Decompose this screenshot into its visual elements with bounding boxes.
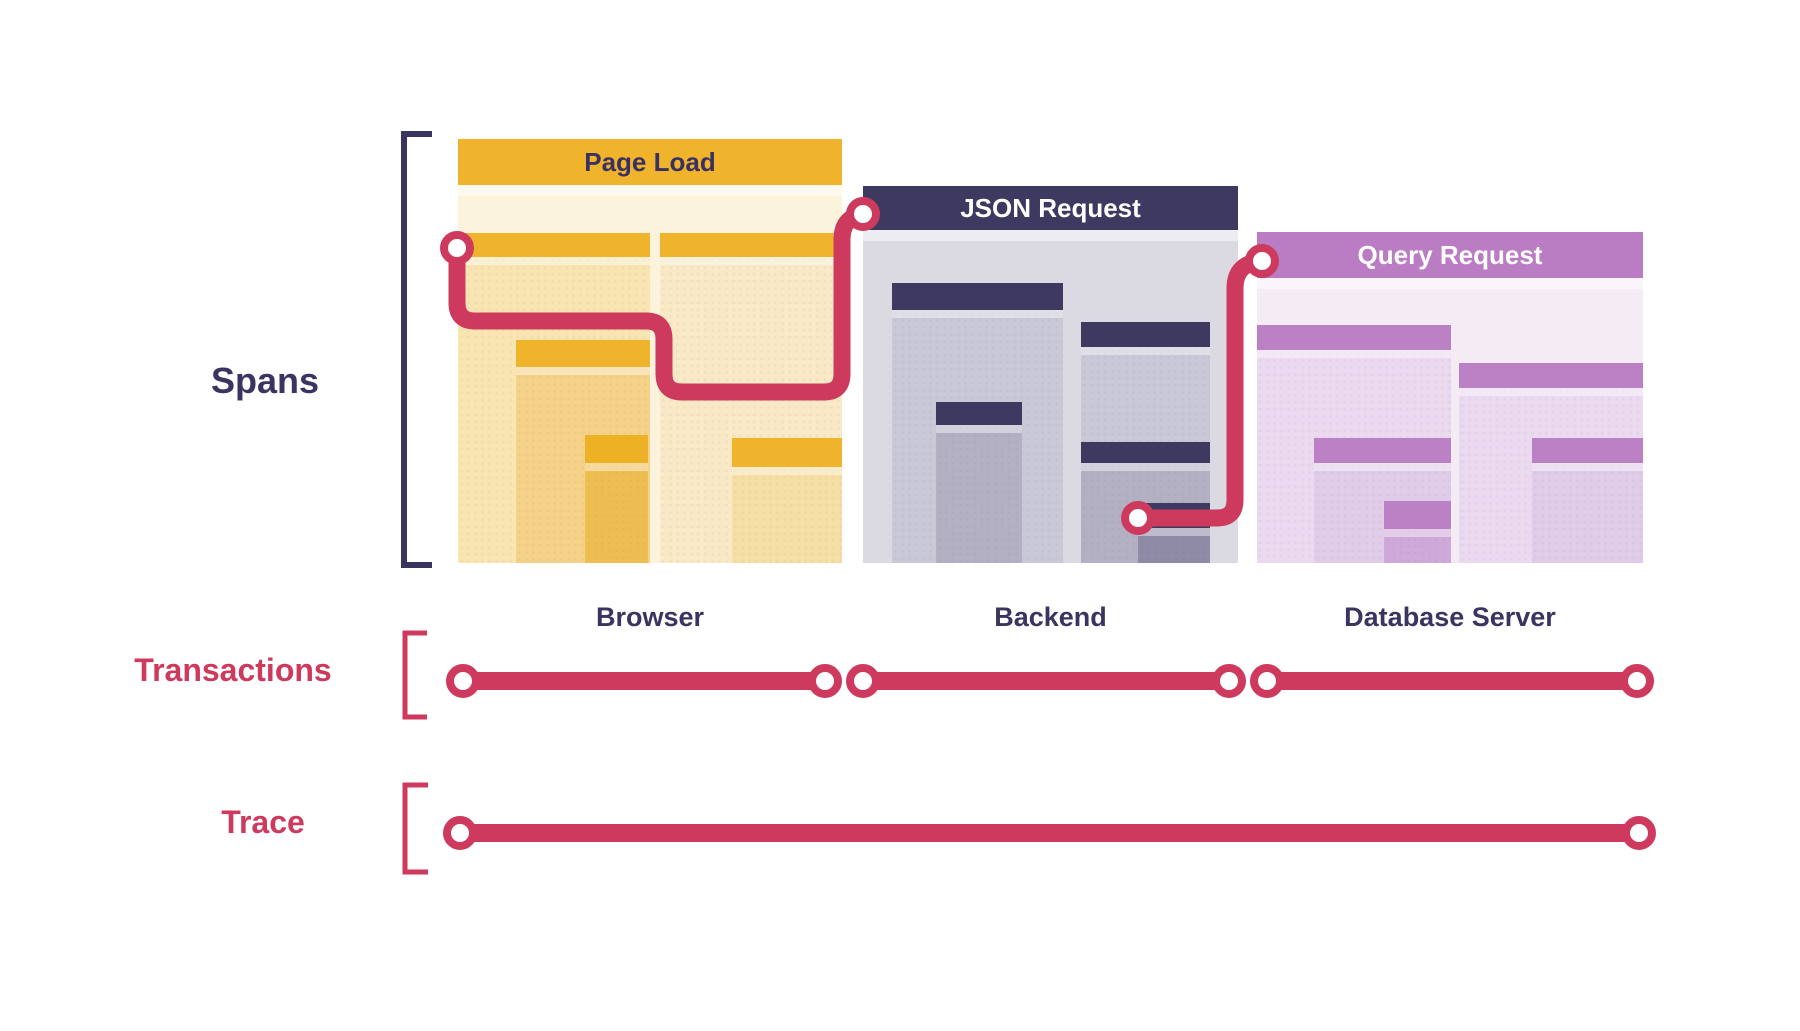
- json-request-title: JSON Request: [960, 192, 1141, 223]
- page-load-title: Page Load: [584, 146, 716, 177]
- span-card-header: [892, 283, 1063, 318]
- trace-end-marker-icon: [1622, 816, 1656, 850]
- backend-label: Backend: [994, 602, 1107, 632]
- span-card: [1384, 501, 1451, 563]
- span-card-body: [936, 425, 1022, 563]
- span-card: [892, 283, 1063, 563]
- trace-bracket-icon: [402, 782, 428, 875]
- transaction-end-marker-icon: [1620, 664, 1654, 698]
- spans-label: Spans: [210, 360, 320, 401]
- span-card-body: [1532, 463, 1643, 563]
- span-card-header: [732, 438, 842, 475]
- spans-bracket-icon: [401, 131, 432, 568]
- span-card-header: [1314, 438, 1451, 471]
- span-card: [732, 438, 842, 563]
- span-card-header: [1459, 363, 1643, 396]
- query-request-title: Query Request: [1357, 239, 1543, 270]
- page-load-header: Page Load: [458, 139, 842, 196]
- span-card-header: [516, 340, 650, 375]
- transaction-start-marker-icon: [1250, 664, 1284, 698]
- span-card-header: [1257, 325, 1451, 358]
- span-card-body: [732, 467, 842, 563]
- span-card-header: [1138, 503, 1210, 536]
- span-card: [936, 402, 1022, 563]
- query-request-header: Query Request: [1257, 232, 1643, 289]
- span-card-header: [660, 233, 842, 265]
- span-card: [1138, 503, 1210, 563]
- database-server-label: Database Server: [1344, 602, 1556, 632]
- span-card-body: [1384, 529, 1451, 563]
- transaction-end-marker-icon: [808, 664, 842, 698]
- transactions-label: Transactions: [134, 652, 332, 688]
- span-card-header: [458, 233, 650, 265]
- span-card-header: [1081, 442, 1210, 471]
- transactions-bracket-icon: [402, 630, 427, 720]
- browser-label: Browser: [595, 602, 705, 632]
- transaction-start-marker-icon: [446, 664, 480, 698]
- transaction-end-marker-icon: [1212, 664, 1246, 698]
- json-request-panel: JSON Request: [863, 186, 1238, 563]
- json-request-header: JSON Request: [863, 186, 1238, 241]
- query-request-panel: Query Request: [1257, 232, 1643, 563]
- page-load-panel: Page Load: [458, 139, 842, 563]
- transaction-start-marker-icon: [846, 664, 880, 698]
- span-card-header: [936, 402, 1022, 433]
- span-card-body: [1138, 528, 1210, 563]
- span-card-header: [1532, 438, 1643, 471]
- span-card-header: [585, 435, 648, 471]
- span-card-header: [1384, 501, 1451, 537]
- trace-start-marker-icon: [443, 816, 477, 850]
- span-card: [1532, 438, 1643, 563]
- span-card-header: [1081, 322, 1210, 355]
- trace-label: Trace: [221, 804, 305, 840]
- span-card-body: [585, 463, 648, 563]
- span-card: [585, 435, 648, 563]
